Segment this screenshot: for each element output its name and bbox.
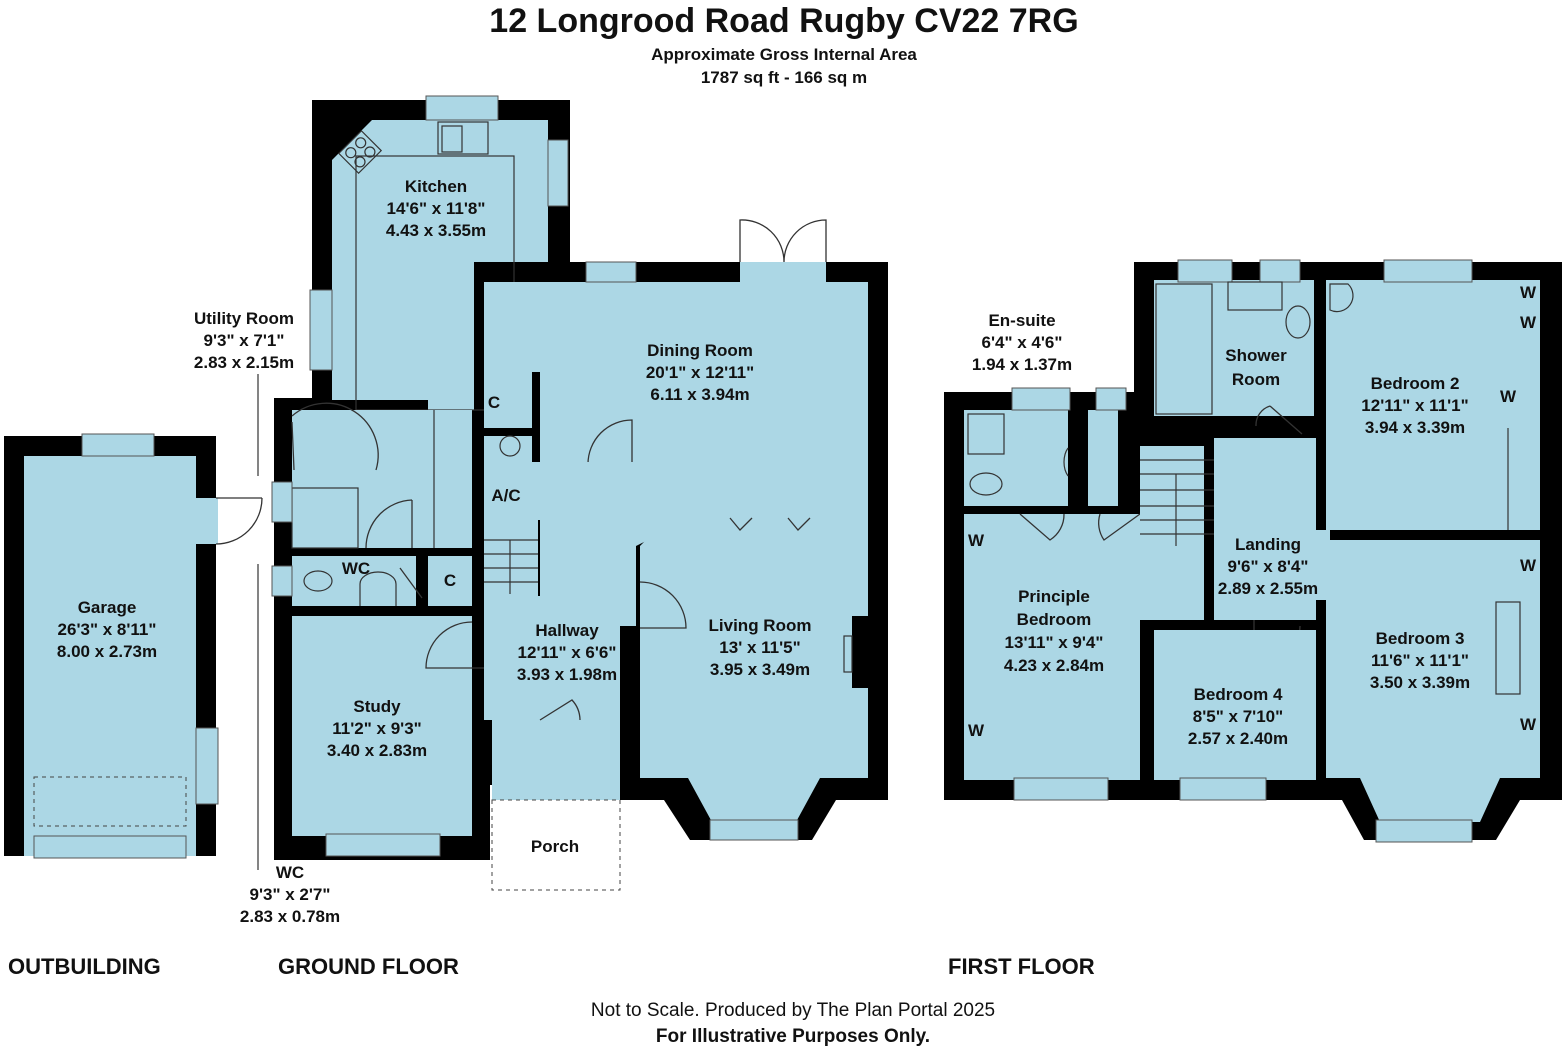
room-imperial: 13' x 11'5" (719, 638, 801, 657)
room-metric: 6.11 x 3.94m (650, 385, 750, 404)
room-metric: 4.23 x 2.84m (1003, 656, 1105, 675)
ground-floor-shape (257, 95, 888, 891)
room-label-ensuite: En-suite 6'4" x 4'6" 1.94 x 1.37m (971, 310, 1073, 376)
room-label-kitchen: Kitchen 14'6" x 11'8" 4.43 x 3.55m (386, 176, 486, 242)
room-imperial: 9'3" x 2'7" (249, 885, 331, 904)
wc-short-label: WC (341, 559, 371, 578)
room-label-dining: Dining Room 20'1" x 12'11" 6.11 x 3.94m (646, 340, 754, 406)
room-name: WC (275, 863, 305, 882)
wardrobe-label: W (967, 721, 985, 740)
room-name: Bedroom 3 (1375, 629, 1465, 648)
room-metric: 2.83 x 0.78m (239, 907, 341, 926)
floor-label-first: FIRST FLOOR (948, 954, 1095, 979)
room-metric: 2.83 x 2.15m (193, 353, 295, 372)
room-metric: 3.40 x 2.83m (326, 741, 428, 760)
room-metric: 3.50 x 3.39m (1369, 673, 1471, 692)
room-imperial: 6'4" x 4'6" (981, 333, 1063, 352)
room-label-bedroom-3: Bedroom 3 11'6" x 11'1" 3.50 x 3.39m (1370, 628, 1470, 694)
room-metric: 8.00 x 2.73m (56, 642, 158, 661)
room-imperial: 13'11" x 9'4" (1004, 633, 1104, 652)
cupboard-label: C (487, 393, 501, 412)
garage-shape (4, 433, 263, 859)
room-name: Utility Room (193, 309, 295, 328)
room-name: Bedroom (1016, 610, 1092, 629)
room-label-hallway: Hallway 12'11" x 6'6" 3.93 x 1.98m (517, 620, 617, 686)
room-label-landing: Landing 9'6" x 8'4" 2.89 x 2.55m (1218, 534, 1318, 600)
room-imperial: 9'6" x 8'4" (1227, 557, 1309, 576)
room-name: Bedroom 4 (1193, 685, 1283, 704)
room-name: Hallway (535, 621, 599, 640)
room-metric: 3.95 x 3.49m (709, 660, 811, 679)
wardrobe-label: W (1499, 387, 1517, 406)
area-value: 1787 sq ft - 166 sq m (700, 68, 868, 87)
room-label-porch: Porch (531, 836, 579, 858)
room-name: Study (353, 697, 401, 716)
first-floor-shape (944, 259, 1562, 843)
area-label: Approximate Gross Internal Area (651, 45, 917, 64)
room-label-principle-bedroom: Principle Bedroom 13'11" x 9'4" 4.23 x 2… (1004, 585, 1104, 677)
wardrobe-label: W (1519, 556, 1537, 575)
room-metric: 2.57 x 2.40m (1187, 729, 1289, 748)
room-label-wc: WC 9'3" x 2'7" 2.83 x 0.78m (240, 862, 340, 928)
cupboard-label: C (443, 571, 457, 590)
room-imperial: 26'3" x 8'11" (57, 620, 157, 639)
room-name: Principle (1018, 587, 1090, 606)
floor-label-ground: GROUND FLOOR (278, 954, 459, 979)
room-name: Kitchen (404, 177, 468, 196)
room-metric: 2.89 x 2.55m (1217, 579, 1319, 598)
room-metric: 4.43 x 3.55m (385, 221, 487, 240)
room-label-utility: Utility Room 9'3" x 7'1" 2.83 x 2.15m (193, 308, 295, 374)
wardrobe-label: W (1519, 313, 1537, 332)
room-name: Landing (1234, 535, 1302, 554)
room-imperial: 11'6" x 11'1" (1371, 651, 1469, 670)
room-imperial: 11'2" x 9'3" (332, 719, 422, 738)
room-name: Porch (530, 837, 580, 856)
room-imperial: 12'11" x 11'1" (1361, 396, 1469, 415)
room-metric: 3.94 x 3.39m (1364, 418, 1466, 437)
room-label-bedroom-2: Bedroom 2 12'11" x 11'1" 3.94 x 3.39m (1361, 373, 1468, 439)
room-name: Room (1231, 370, 1281, 389)
room-label-garage: Garage 26'3" x 8'11" 8.00 x 2.73m (57, 597, 157, 663)
room-label-living: Living Room 13' x 11'5" 3.95 x 3.49m (709, 615, 812, 681)
room-label-bedroom-4: Bedroom 4 8'5" x 7'10" 2.57 x 2.40m (1188, 684, 1288, 750)
room-imperial: 20'1" x 12'11" (645, 363, 755, 382)
room-imperial: 12'11" x 6'6" (517, 643, 617, 662)
room-metric: 1.94 x 1.37m (971, 355, 1073, 374)
room-imperial: 8'5" x 7'10" (1192, 707, 1284, 726)
wardrobe-label: W (1519, 715, 1537, 734)
room-name: Garage (77, 598, 137, 617)
wardrobe-label: W (1519, 283, 1537, 302)
room-label-shower: Shower Room (1225, 344, 1286, 392)
airing-cupboard-label: A/C (491, 486, 521, 505)
plan-title: 12 Longrood Road Rugby CV22 7RG (489, 2, 1079, 40)
room-metric: 3.93 x 1.98m (516, 665, 618, 684)
room-imperial: 14'6" x 11'8" (386, 199, 486, 218)
room-imperial: 9'3" x 7'1" (203, 331, 285, 350)
room-name: Dining Room (647, 341, 753, 360)
room-name: En-suite (988, 311, 1056, 330)
footer-illustrative: For Illustrative Purposes Only. (655, 1026, 931, 1047)
room-name: Living Room (708, 616, 812, 635)
room-name: Bedroom 2 (1370, 374, 1460, 393)
room-name: Shower (1225, 346, 1287, 365)
floor-label-outbuilding: OUTBUILDING (8, 954, 161, 979)
footer-disclaimer: Not to Scale. Produced by The Plan Porta… (590, 1000, 996, 1021)
room-label-study: Study 11'2" x 9'3" 3.40 x 2.83m (327, 696, 427, 762)
wardrobe-label: W (967, 531, 985, 550)
